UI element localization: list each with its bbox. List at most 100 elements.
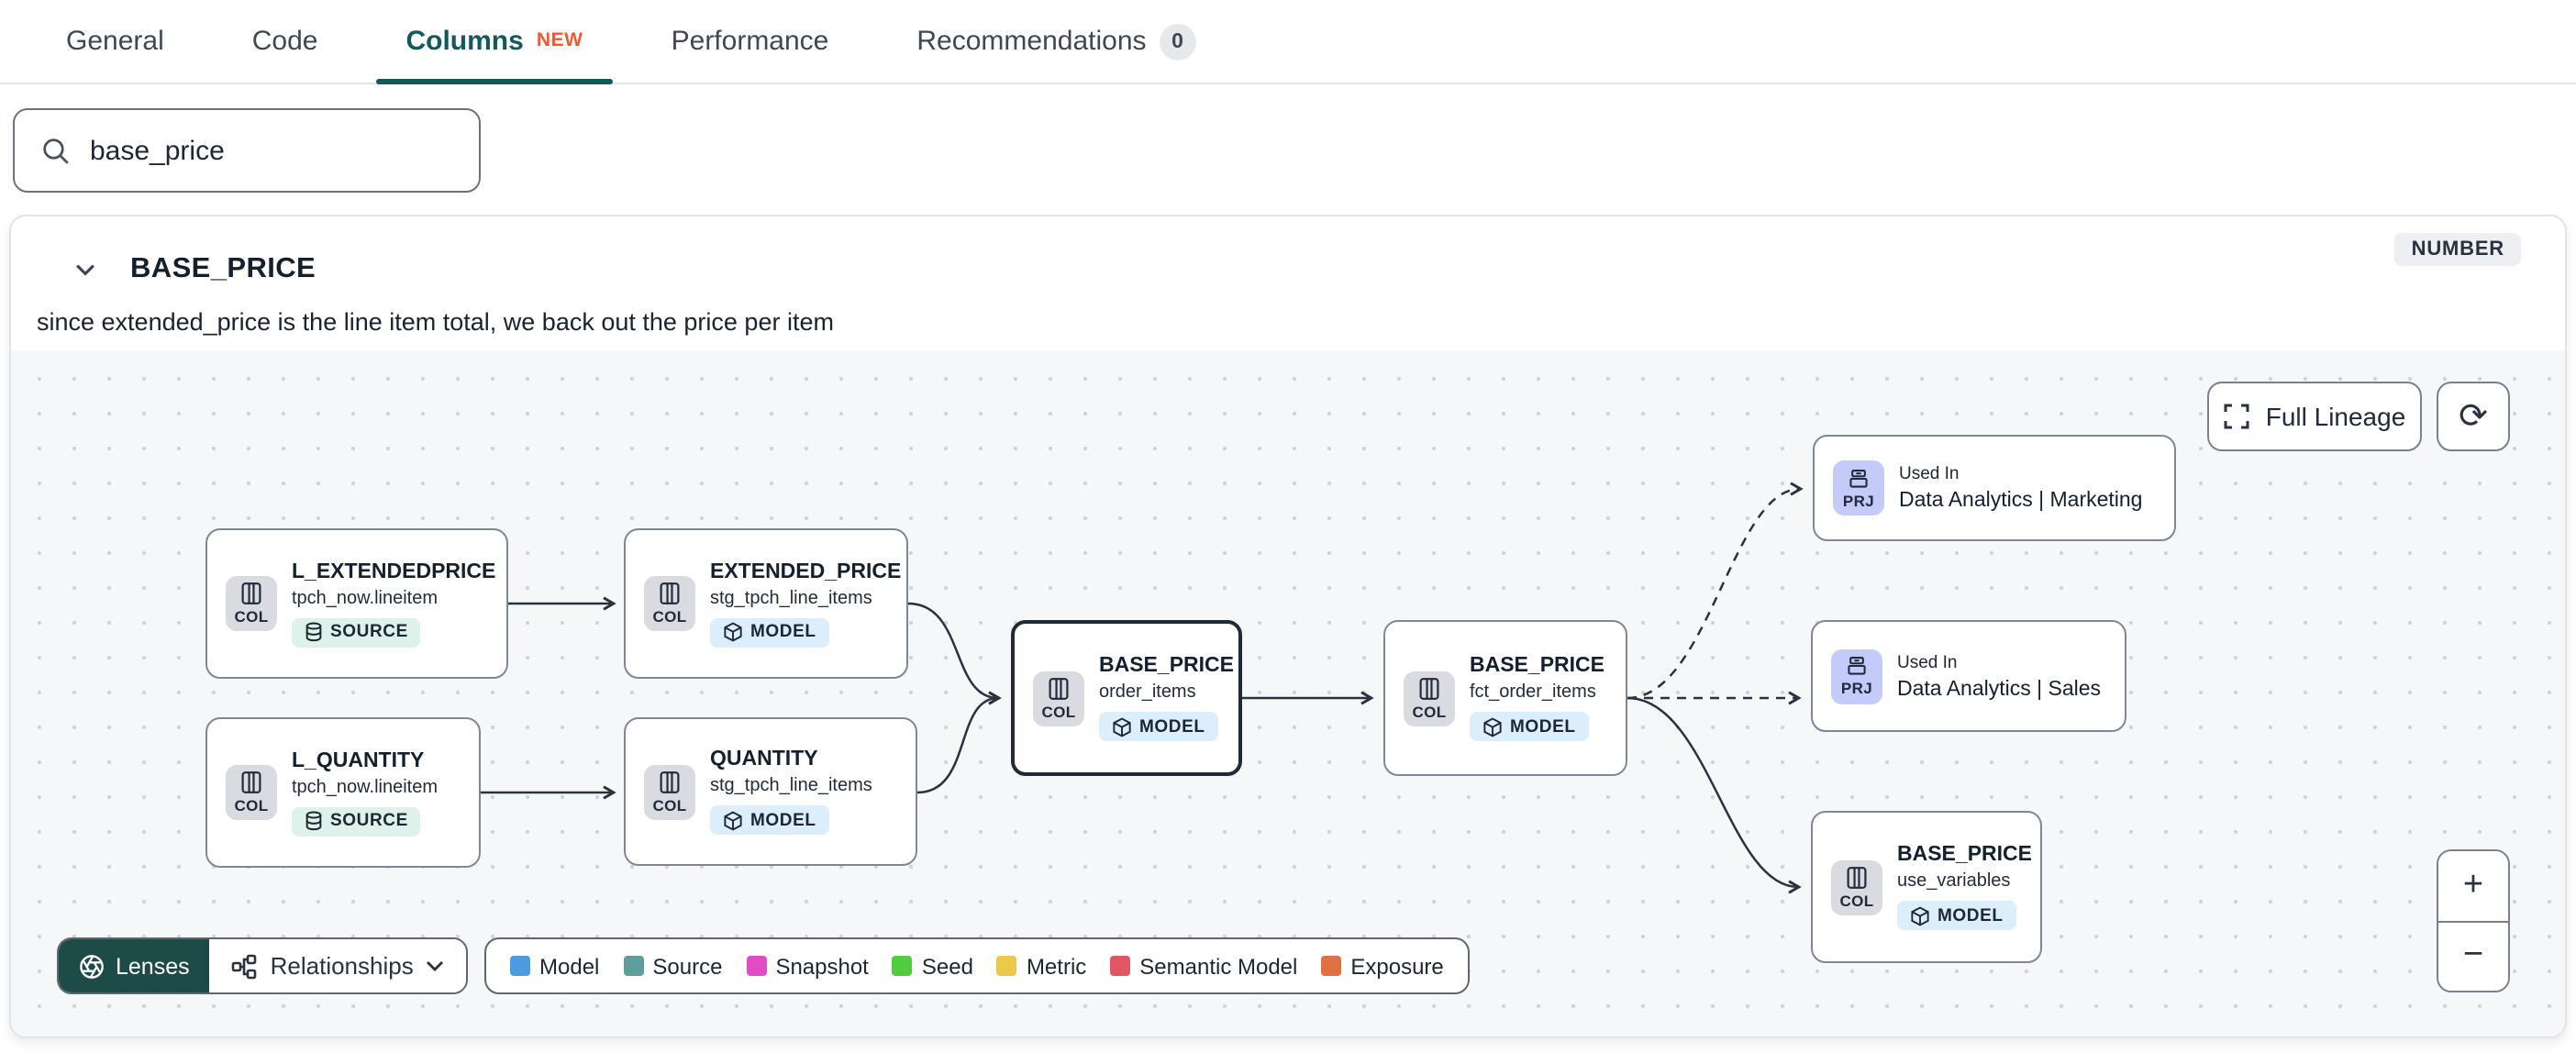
archive-icon <box>1849 469 1868 487</box>
node-base-price-use-variables[interactable]: COL BASE_PRICE use_variables MODEL <box>1811 811 2042 963</box>
model-swatch <box>510 956 530 976</box>
cube-icon <box>1113 716 1131 737</box>
column-card-header: BASE_PRICE NUMBER <box>11 216 2565 286</box>
node-l-quantity[interactable]: COL L_QUANTITY tpch_now.lineitem SOURCE <box>205 717 481 868</box>
search-input[interactable] <box>90 135 453 166</box>
column-type-badge: NUMBER <box>2394 233 2521 266</box>
semantic-model-swatch <box>1110 956 1131 976</box>
source-badge: SOURCE <box>292 617 421 647</box>
column-chip: COL <box>226 765 277 820</box>
column-chip: COL <box>644 764 695 819</box>
node-title: EXTENDED_PRICE <box>710 560 902 582</box>
zoom-out-button[interactable]: − <box>2438 922 2508 991</box>
lenses-button[interactable]: Lenses <box>59 939 210 992</box>
node-subtitle: use_variables <box>1897 871 2011 892</box>
node-subtitle: fct_order_items <box>1470 682 1596 703</box>
used-in-label: Used In <box>1899 464 1960 484</box>
used-in-label: Used In <box>1897 652 1958 672</box>
refresh-icon: ⟳ <box>2459 395 2488 436</box>
search-row <box>0 84 2576 215</box>
search-box[interactable] <box>13 108 481 193</box>
node-used-in-sales[interactable]: PRJ Used In Data Analytics | Sales <box>1811 620 2126 732</box>
expand-icon <box>2224 404 2249 429</box>
column-description: since extended_price is the line item to… <box>37 308 834 336</box>
node-subtitle: tpch_now.lineitem <box>292 588 438 608</box>
node-title: Data Analytics | Sales <box>1897 678 2102 700</box>
tab-columns[interactable]: Columns NEW <box>376 0 612 84</box>
cube-icon <box>724 810 742 830</box>
legend-item-model: Model <box>510 953 599 979</box>
tab-recommendations[interactable]: Recommendations 0 <box>887 0 1225 83</box>
recommendations-count-badge: 0 <box>1159 23 1196 60</box>
seed-swatch <box>892 956 913 976</box>
columns-icon <box>660 770 680 793</box>
tab-general[interactable]: General <box>66 26 164 57</box>
legend-item-exposure: Exposure <box>1321 953 1444 979</box>
zoom-in-button[interactable]: + <box>2438 851 2508 922</box>
refresh-button[interactable]: ⟳ <box>2437 382 2510 451</box>
column-chip: COL <box>1404 671 1455 726</box>
node-title: BASE_PRICE <box>1099 655 1234 677</box>
node-title: QUANTITY <box>710 748 818 770</box>
columns-icon <box>241 582 261 604</box>
columns-icon <box>660 582 680 604</box>
column-chip: COL <box>226 576 277 631</box>
node-quantity[interactable]: COL QUANTITY stg_tpch_line_items MODEL <box>624 717 917 866</box>
model-badge: MODEL <box>710 617 829 647</box>
relationships-dropdown[interactable]: Relationships <box>209 939 467 992</box>
column-card: BASE_PRICE NUMBER since extended_price i… <box>9 215 2567 1038</box>
node-l-extendedprice[interactable]: COL L_EXTENDEDPRICE tpch_now.lineitem SO… <box>205 528 508 679</box>
model-badge: MODEL <box>710 805 829 835</box>
database-icon <box>305 811 322 831</box>
source-swatch <box>623 956 644 976</box>
new-tag: NEW <box>536 28 583 50</box>
source-badge: SOURCE <box>292 806 421 836</box>
zoom-controls: + − <box>2437 849 2510 992</box>
cube-icon <box>1483 716 1502 737</box>
column-chip: COL <box>1033 671 1084 726</box>
aperture-icon <box>80 954 104 978</box>
column-name: BASE_PRICE <box>130 253 316 284</box>
node-base-price-fct-order-items[interactable]: COL BASE_PRICE fct_order_items MODEL <box>1383 620 1627 776</box>
database-icon <box>305 622 322 642</box>
snapshot-swatch <box>746 956 767 976</box>
model-badge: MODEL <box>1470 712 1589 741</box>
tab-code[interactable]: Code <box>251 26 318 57</box>
model-badge: MODEL <box>1099 712 1218 741</box>
node-base-price-order-items[interactable]: COL BASE_PRICE order_items MODEL <box>1011 620 1242 776</box>
node-title: BASE_PRICE <box>1470 655 1604 677</box>
full-lineage-button[interactable]: Full Lineage <box>2207 382 2422 451</box>
search-icon <box>43 138 69 163</box>
node-type-legend: Model Source Snapshot Seed Metric Semant… <box>484 937 1470 994</box>
node-subtitle: stg_tpch_line_items <box>710 776 872 796</box>
lineage-canvas[interactable]: COL L_EXTENDEDPRICE tpch_now.lineitem SO… <box>11 350 2565 1036</box>
columns-icon <box>1049 677 1069 699</box>
node-used-in-marketing[interactable]: PRJ Used In Data Analytics | Marketing <box>1813 435 2176 541</box>
cube-icon <box>724 622 742 642</box>
archive-icon <box>1848 657 1866 675</box>
node-title: L_EXTENDEDPRICE <box>292 560 496 582</box>
project-chip: PRJ <box>1831 648 1882 704</box>
model-badge: MODEL <box>1897 901 2016 930</box>
columns-icon <box>241 771 261 793</box>
cube-icon <box>1911 905 1929 926</box>
lineage-toolbar: Lenses Relationships <box>57 937 469 994</box>
tab-performance[interactable]: Performance <box>671 26 829 57</box>
node-subtitle: order_items <box>1099 682 1196 703</box>
exposure-swatch <box>1321 956 1342 976</box>
columns-icon <box>1419 677 1439 699</box>
chevron-down-icon <box>427 961 444 971</box>
columns-icon <box>1847 866 1867 888</box>
node-subtitle: stg_tpch_line_items <box>710 588 872 608</box>
node-extended-price[interactable]: COL EXTENDED_PRICE stg_tpch_line_items M… <box>624 528 908 679</box>
relationships-icon <box>232 953 257 979</box>
lineage-edges <box>481 482 1804 894</box>
legend-item-source: Source <box>623 953 722 979</box>
metric-swatch <box>996 956 1017 976</box>
collapse-chevron-icon[interactable] <box>75 262 95 277</box>
tab-bar: General Code Columns NEW Performance Rec… <box>0 0 2576 84</box>
legend-item-semantic-model: Semantic Model <box>1110 953 1297 979</box>
node-subtitle: tpch_now.lineitem <box>292 777 438 797</box>
legend-item-snapshot: Snapshot <box>746 953 869 979</box>
